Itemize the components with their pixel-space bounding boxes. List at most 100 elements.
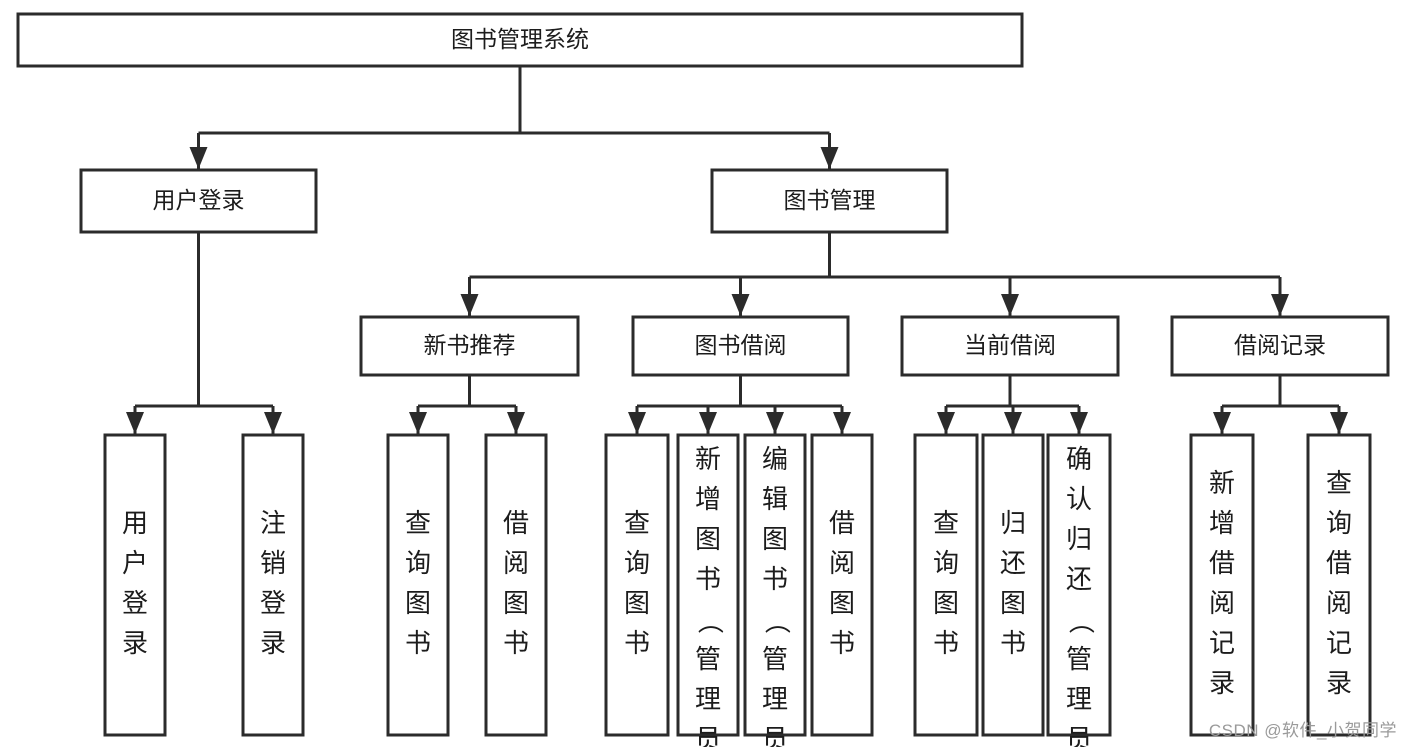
svg-text:借: 借 — [1326, 548, 1352, 578]
svg-text:员: 员 — [762, 724, 788, 747]
svg-text:记: 记 — [1209, 628, 1235, 658]
svg-text:查: 查 — [1326, 468, 1352, 498]
arrow-head-icon — [1271, 294, 1289, 316]
node-root[interactable]: 图书管理系统 — [16, 12, 1024, 68]
node-box — [1306, 433, 1372, 737]
arrow-head-icon — [1070, 412, 1088, 434]
svg-text:书: 书 — [829, 628, 855, 658]
svg-text:录: 录 — [1209, 668, 1235, 698]
arrow-head-icon — [264, 412, 282, 434]
node-book-manage[interactable]: 图书管理 — [710, 168, 949, 234]
svg-text:登: 登 — [122, 588, 148, 618]
node-label: 图书管理系统 — [451, 26, 589, 52]
svg-text:询: 询 — [1326, 508, 1352, 538]
svg-text:录: 录 — [1326, 668, 1352, 698]
node-user-login[interactable]: 用户登录 — [79, 168, 318, 234]
arrow-head-icon — [628, 412, 646, 434]
svg-text:增: 增 — [1209, 508, 1235, 538]
svg-text:（: （ — [762, 608, 792, 634]
node-label: 图书管理 — [784, 187, 876, 213]
node-layer: 图书管理系统用户登录图书管理新书推荐图书借阅当前借阅借阅记录用户登录注销登录查询… — [16, 12, 1390, 747]
svg-text:图: 图 — [829, 588, 855, 618]
svg-text:认: 认 — [1066, 484, 1092, 514]
svg-text:图: 图 — [503, 588, 529, 618]
svg-text:管: 管 — [695, 644, 721, 674]
arrow-head-icon — [126, 412, 144, 434]
svg-text:图: 图 — [1000, 588, 1026, 618]
arrow-head-icon — [1213, 412, 1231, 434]
svg-text:书: 书 — [624, 628, 650, 658]
node-box — [900, 315, 1120, 377]
arrow-head-icon — [507, 412, 525, 434]
arrow-head-icon — [766, 412, 784, 434]
node-new-book-rec[interactable]: 新书推荐 — [359, 315, 580, 377]
svg-text:查: 查 — [624, 508, 650, 538]
svg-text:员: 员 — [695, 724, 721, 747]
node-box — [604, 433, 670, 737]
node-box — [16, 12, 1024, 68]
arrow-head-icon — [1004, 412, 1022, 434]
node-leaf-user-login[interactable]: 用户登录 — [103, 433, 167, 737]
svg-text:书: 书 — [503, 628, 529, 658]
arrow-head-icon — [937, 412, 955, 434]
arrow-head-icon — [731, 294, 750, 316]
svg-text:确: 确 — [1066, 444, 1092, 474]
svg-text:员: 员 — [1066, 724, 1092, 747]
node-book-borrow[interactable]: 图书借阅 — [631, 315, 850, 377]
svg-text:增: 增 — [695, 484, 721, 514]
svg-text:录: 录 — [260, 628, 286, 658]
arrow-head-icon — [833, 412, 851, 434]
svg-text:管: 管 — [1066, 644, 1092, 674]
svg-text:编: 编 — [762, 444, 788, 474]
arrow-head-icon — [409, 412, 427, 434]
svg-text:（: （ — [1066, 608, 1096, 634]
svg-text:户: 户 — [122, 548, 148, 578]
svg-text:询: 询 — [405, 548, 431, 578]
node-box — [1170, 315, 1390, 377]
node-box — [386, 433, 450, 737]
svg-text:理: 理 — [695, 684, 721, 714]
svg-text:记: 记 — [1326, 628, 1352, 658]
node-box — [981, 433, 1045, 737]
svg-text:图: 图 — [624, 588, 650, 618]
svg-text:用: 用 — [122, 508, 148, 538]
node-box — [103, 433, 167, 737]
svg-text:借: 借 — [503, 508, 529, 538]
arrow-head-icon — [189, 147, 208, 169]
node-label: 借阅记录 — [1234, 332, 1326, 358]
svg-text:理: 理 — [1066, 684, 1092, 714]
svg-text:理: 理 — [762, 684, 788, 714]
svg-text:图: 图 — [762, 524, 788, 554]
svg-text:录: 录 — [122, 628, 148, 658]
node-box — [710, 168, 949, 234]
svg-text:归: 归 — [1066, 524, 1092, 554]
svg-text:新: 新 — [695, 444, 721, 474]
svg-text:书: 书 — [405, 628, 431, 658]
node-current-borrow[interactable]: 当前借阅 — [900, 315, 1120, 377]
svg-text:（: （ — [695, 608, 725, 634]
node-borrow-record[interactable]: 借阅记录 — [1170, 315, 1390, 377]
node-box — [913, 433, 979, 737]
svg-text:注: 注 — [260, 508, 286, 538]
svg-text:查: 查 — [405, 508, 431, 538]
svg-text:辑: 辑 — [762, 484, 788, 514]
